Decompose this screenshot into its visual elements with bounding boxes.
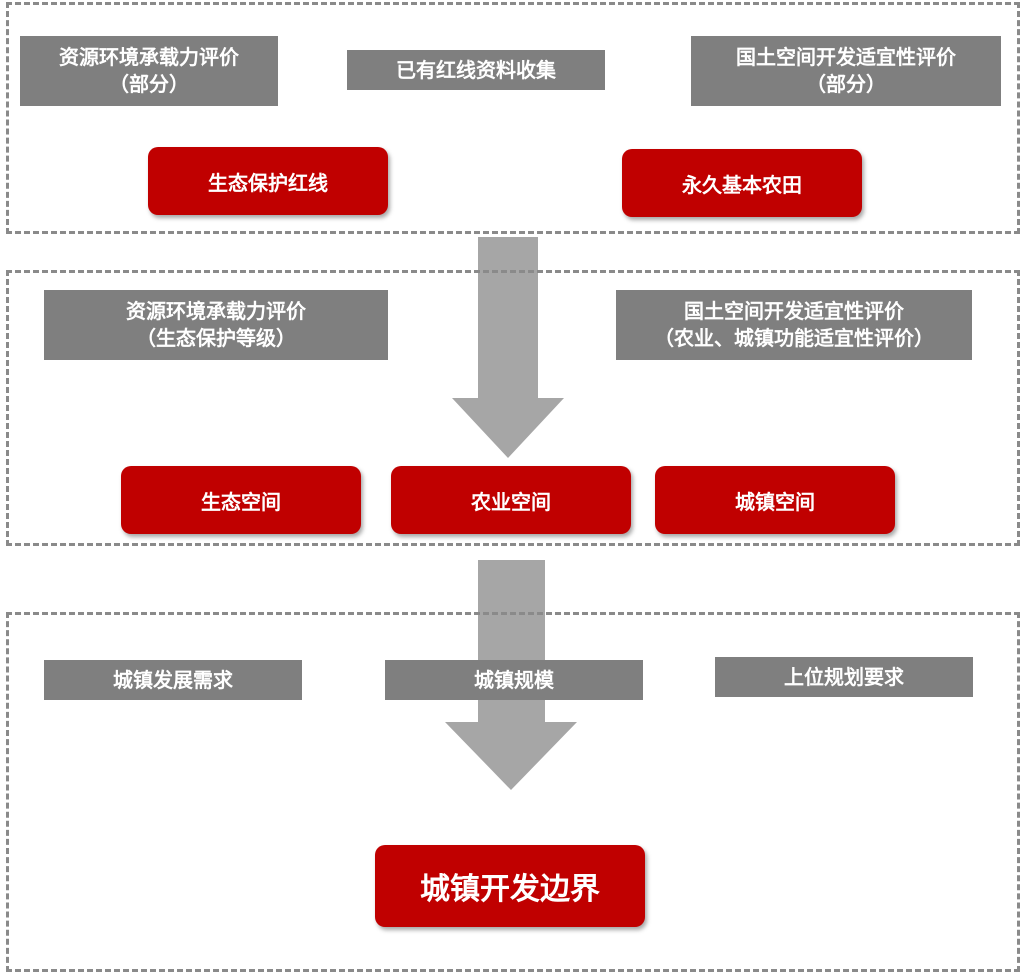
upper-plan-label: 上位规划要求: [784, 664, 904, 689]
resource-capacity-box-1: 资源环境承载力评价 （部分）: [20, 36, 278, 106]
resource-capacity-subtitle-2: （生态保护等级）: [136, 326, 296, 350]
land-suitability-subtitle: （部分）: [806, 72, 886, 96]
resource-capacity-box-2: 资源环境承载力评价 （生态保护等级）: [44, 290, 388, 360]
land-suitability-title: 国土空间开发适宜性评价: [736, 45, 956, 69]
resource-capacity-title: 资源环境承载力评价: [59, 45, 239, 69]
redline-collection-box: 已有红线资料收集: [347, 50, 605, 90]
land-suitability-title-2: 国土空间开发适宜性评价: [684, 299, 904, 323]
eco-space-node: 生态空间: [121, 466, 361, 534]
section-redline-collection: [6, 2, 1020, 234]
town-boundary-node: 城镇开发边界: [375, 845, 645, 927]
land-suitability-box-1: 国土空间开发适宜性评价 （部分）: [691, 36, 1001, 106]
town-space-node: 城镇空间: [655, 466, 895, 534]
resource-capacity-title-2: 资源环境承载力评价: [126, 299, 306, 323]
permanent-farmland-node: 永久基本农田: [622, 149, 862, 217]
eco-redline-label: 生态保护红线: [208, 170, 328, 195]
resource-capacity-subtitle: （部分）: [109, 72, 189, 96]
town-boundary-label: 城镇开发边界: [420, 872, 600, 907]
permanent-farmland-label: 永久基本农田: [682, 172, 802, 197]
town-scale-label: 城镇规模: [474, 667, 554, 692]
redline-collection-label: 已有红线资料收集: [396, 57, 556, 82]
town-space-label: 城镇空间: [735, 489, 815, 514]
town-demand-label: 城镇发展需求: [113, 667, 233, 692]
section-three-zones: [6, 270, 1020, 546]
land-suitability-box-2: 国土空间开发适宜性评价 （农业、城镇功能适宜性评价）: [616, 290, 972, 360]
eco-redline-node: 生态保护红线: [148, 147, 388, 215]
land-suitability-subtitle-2: （农业、城镇功能适宜性评价）: [654, 326, 934, 350]
agri-space-label: 农业空间: [471, 489, 551, 514]
eco-space-label: 生态空间: [201, 489, 281, 514]
arrow-down-1: [452, 237, 564, 458]
upper-plan-box: 上位规划要求: [715, 657, 973, 697]
town-scale-box: 城镇规模: [385, 660, 643, 700]
agri-space-node: 农业空间: [391, 466, 631, 534]
town-demand-box: 城镇发展需求: [44, 660, 302, 700]
section-town-boundary: [6, 612, 1020, 972]
